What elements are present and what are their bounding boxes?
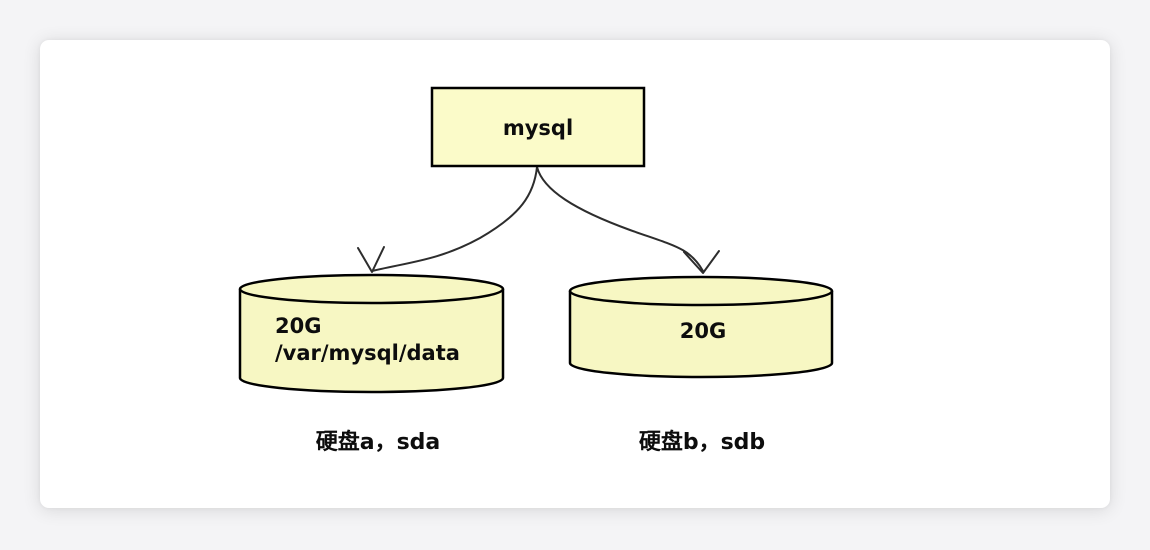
mysql-node: mysql [430, 86, 646, 168]
disk-a-caption: 硬盘a，sda [316, 429, 441, 455]
connector-mysql-to-disk-b [536, 166, 720, 274]
disk-b-cylinder-top [568, 275, 834, 307]
disk-a-cylinder-top [238, 273, 505, 305]
disk-a-size-label: 20G [275, 314, 321, 338]
diagram-canvas: mysql 20G /var/mysql/data 硬盘a，sda 20G 硬盘… [238, 86, 834, 455]
diagram-card: mysql 20G /var/mysql/data 硬盘a，sda 20G 硬盘… [40, 40, 1110, 508]
mysql-node-label: mysql [503, 116, 573, 140]
disk-b-caption: 硬盘b，sdb [639, 429, 765, 455]
connector-mysql-to-disk-a [357, 166, 538, 273]
disk-a-mount-path-label: /var/mysql/data [275, 341, 460, 365]
mysql-node-box [430, 86, 646, 168]
disk-b-size-label: 20G [680, 319, 726, 343]
disk-a-cylinder-body [238, 289, 505, 394]
disk-a-node: 20G /var/mysql/data [238, 273, 505, 394]
connector-b-curve [536, 166, 704, 272]
disk-b-node: 20G [568, 275, 834, 379]
arrowhead-b-icon [683, 250, 720, 274]
arrowhead-a-icon [357, 246, 385, 273]
connector-a-curve [371, 166, 538, 272]
disk-b-cylinder-body [568, 291, 834, 379]
